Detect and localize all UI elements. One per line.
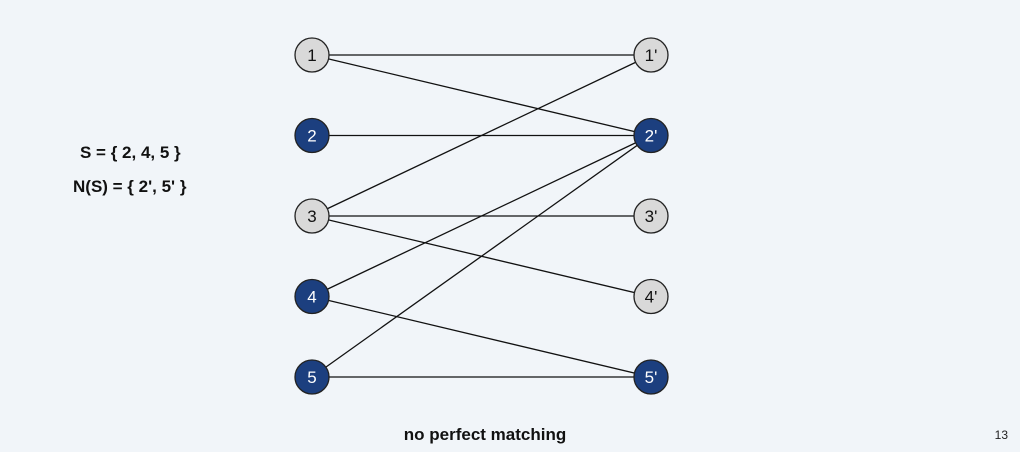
left-node-L1: 1 — [294, 37, 330, 73]
edges-layer — [311, 54, 652, 378]
right-node-R1: 1' — [633, 37, 669, 73]
edge-L3-R1 — [311, 54, 652, 217]
node-circle — [633, 117, 669, 154]
node-label: 2' — [645, 127, 658, 146]
page-number: 13 — [994, 428, 1008, 442]
node-circle — [294, 278, 330, 315]
nodes-layer: 1 2 3 4 5 1' 2' 3' 4' 5' — [294, 37, 669, 395]
set-s-label: S = { 2, 4, 5 } — [80, 143, 181, 162]
edge-L5-R2 — [311, 134, 652, 378]
node-label: 3' — [645, 207, 658, 226]
neighbor-set-label: N(S) = { 2', 5' } — [73, 177, 187, 196]
node-label: 2 — [307, 127, 316, 146]
node-circle — [294, 117, 330, 154]
node-circle — [633, 278, 669, 315]
right-node-R4: 4' — [633, 278, 669, 315]
node-label: 3 — [307, 207, 316, 226]
left-node-L5: 5 — [294, 359, 330, 395]
right-node-R2: 2' — [633, 117, 669, 154]
left-node-L4: 4 — [294, 278, 330, 315]
node-circle — [294, 37, 330, 73]
node-circle — [633, 359, 669, 395]
node-label: 1' — [645, 46, 658, 65]
edge-L4-R2 — [311, 134, 652, 298]
node-label: 4 — [307, 288, 316, 307]
right-node-R3: 3' — [633, 198, 669, 234]
node-circle — [294, 198, 330, 234]
node-label: 1 — [307, 46, 316, 65]
node-label: 5' — [645, 368, 658, 387]
edge-L4-R5 — [311, 295, 652, 378]
node-label: 5 — [307, 368, 316, 387]
node-circle — [294, 359, 330, 395]
left-node-L3: 3 — [294, 198, 330, 234]
node-circle — [633, 198, 669, 234]
node-label: 4' — [645, 288, 658, 307]
node-circle — [633, 37, 669, 73]
edge-L1-R2 — [311, 54, 652, 137]
right-node-R5: 5' — [633, 359, 669, 395]
left-node-L2: 2 — [294, 117, 330, 154]
caption: no perfect matching — [403, 425, 567, 444]
